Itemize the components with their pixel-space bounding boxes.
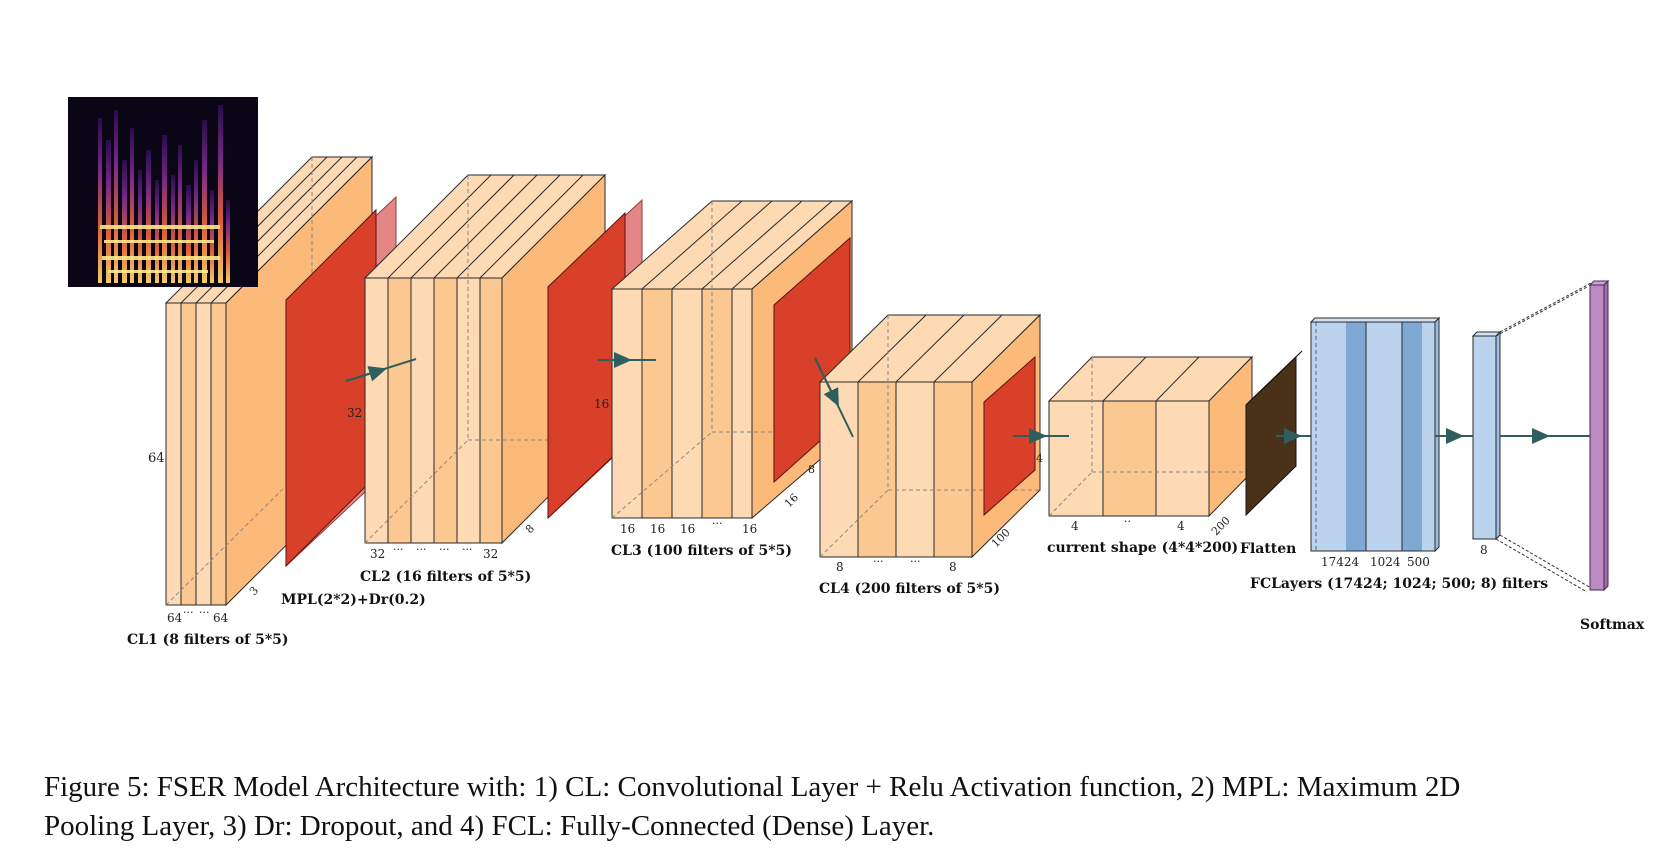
fc-last-layer [1471, 330, 1502, 541]
cl2-bottom-2: ··· [416, 543, 427, 556]
shape-block [1047, 355, 1254, 518]
mpl-label: MPL(2*2)+Dr(0.2) [281, 592, 426, 608]
cl1-bottom-2: ··· [199, 606, 210, 619]
mpl2-size-label: 16 [594, 397, 609, 411]
fc-label: FCLayers (17424; 1024; 500; 8) filters [1250, 576, 1548, 592]
cl1-bottom-1: ··· [183, 606, 194, 619]
fc-last-dim: 8 [1480, 543, 1488, 557]
dimension-labels: 64 3 64 ··· ··· 64 32 8 32 ··· ··· ··· ·… [148, 397, 1488, 625]
cl2-label: CL2 (16 filters of 5*5) [360, 569, 531, 585]
input-spectrogram [68, 97, 258, 287]
pool-layer-4 [983, 355, 1036, 517]
shape-bottom-0: 4 [1071, 519, 1079, 533]
mpl3-size-label: 8 [808, 463, 815, 476]
mpl4-size-label: 4 [1036, 452, 1043, 465]
cl4-bottom-0: 8 [836, 560, 844, 574]
caption-line-2: Pooling Layer, 3) Dr: Dropout, and 4) FC… [44, 810, 935, 842]
cl1-label: CL1 (8 filters of 5*5) [127, 632, 289, 648]
cl3-bottom-1: 16 [650, 522, 665, 536]
fc-bottom-1: 1024 [1370, 555, 1401, 569]
cl3-depth-label: 16 [782, 491, 801, 510]
cl2-bottom-1: ··· [393, 543, 404, 556]
cl1-bottom-0: 64 [167, 611, 183, 625]
flatten-label: Flatten [1240, 541, 1296, 557]
architecture-diagram: 64 3 64 ··· ··· 64 32 8 32 ··· ··· ··· ·… [68, 97, 1645, 648]
cl3-bottom-4: 16 [742, 522, 757, 536]
cl4-bottom-2: ··· [910, 555, 921, 568]
cl4-bottom-3: 8 [949, 560, 957, 574]
fc-layers [1309, 316, 1441, 553]
fc-bottom-0: 17424 [1321, 555, 1360, 569]
softmax-layer [1495, 279, 1610, 593]
caption-line-1: Figure 5: FSER Model Architecture with: … [44, 771, 1461, 803]
cl4-bottom-1: ··· [873, 555, 884, 568]
mpl1-size-label: 32 [347, 406, 362, 420]
cl3-bottom-3: ··· [712, 517, 723, 530]
flatten-layer [1245, 350, 1303, 517]
cl1-depth-label: 3 [247, 584, 261, 598]
figure-caption: Figure 5: FSER Model Architecture with: … [44, 768, 1644, 846]
softmax-label: Softmax [1580, 617, 1645, 633]
cl2-depth-label: 8 [523, 522, 537, 536]
cl3-label: CL3 (100 filters of 5*5) [611, 543, 792, 559]
flow-arrows [345, 352, 1590, 444]
cl1-height-label: 64 [148, 451, 165, 466]
fc-bottom-2: 500 [1407, 555, 1430, 569]
cl2-bottom-5: 32 [483, 547, 498, 561]
cl3-bottom-2: 16 [680, 522, 695, 536]
shape-bottom-2: 4 [1177, 519, 1185, 533]
cl1-bottom-3: 64 [213, 611, 229, 625]
cl4-label: CL4 (200 filters of 5*5) [819, 581, 1000, 597]
cl2-bottom-3: ··· [439, 543, 450, 556]
shape-depth-label: 200 [1209, 514, 1233, 538]
current-shape-label: current shape (4*4*200) [1047, 540, 1238, 556]
cl2-bottom-4: ··· [462, 543, 473, 556]
cl3-bottom-0: 16 [620, 522, 635, 536]
layer-labels: CL1 (8 filters of 5*5) MPL(2*2)+Dr(0.2) … [127, 540, 1645, 648]
cl2-bottom-0: 32 [370, 547, 385, 561]
shape-bottom-1: ·· [1124, 515, 1131, 528]
